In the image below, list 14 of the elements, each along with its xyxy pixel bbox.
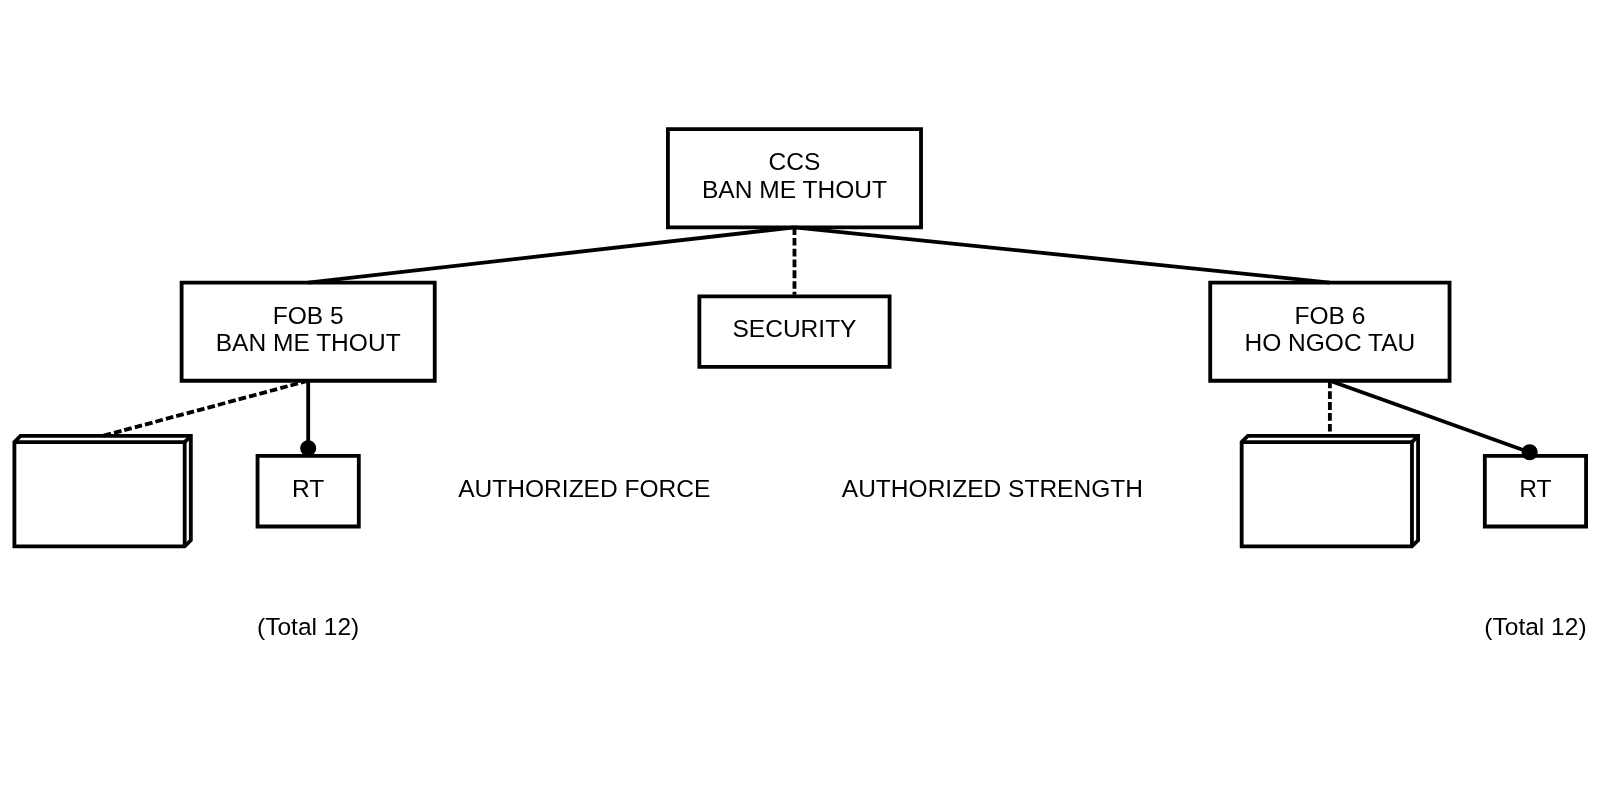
connector <box>794 225 1331 285</box>
connector <box>792 227 797 295</box>
node-box: FOB 5 BAN ME THOUT <box>179 280 437 383</box>
connector <box>307 225 795 285</box>
node-box: SECURITY <box>697 294 892 369</box>
node-box: CCS BAN ME THOUT <box>666 127 923 230</box>
node-label: (Total 12) <box>257 613 360 641</box>
node-box: RT <box>1482 453 1588 529</box>
node-box: RT <box>255 453 361 529</box>
label: AUTHORIZED FORCE <box>458 475 711 503</box>
node-box: FOB 6 HO NGOC TAU <box>1208 280 1452 383</box>
node-label: (Total 12) <box>1484 613 1587 641</box>
label: AUTHORIZED STRENGTH <box>841 475 1143 503</box>
connector <box>300 380 317 457</box>
